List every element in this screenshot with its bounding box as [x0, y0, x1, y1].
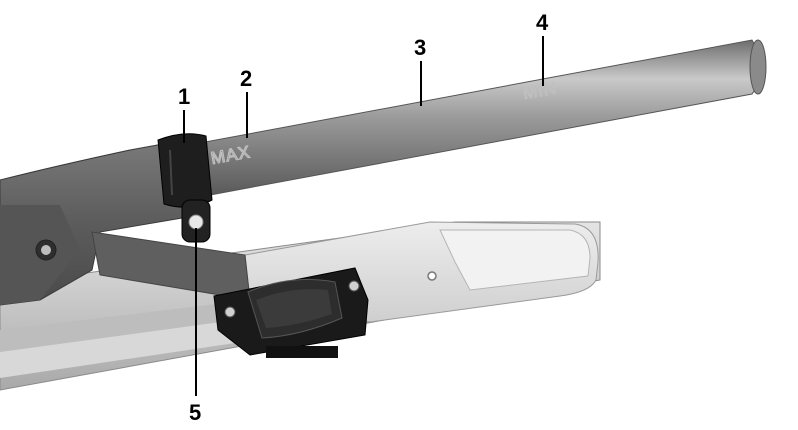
handle-arm	[0, 139, 251, 306]
console-screw-icon	[427, 271, 437, 281]
callout-1: 1	[178, 84, 190, 109]
callout-5: 5	[189, 400, 201, 425]
clamp-collar	[157, 133, 213, 243]
holder-screw-left-icon	[224, 306, 236, 318]
leader-lines	[183, 36, 544, 396]
holder-screw-right-icon	[348, 280, 360, 292]
callout-4: 4	[536, 10, 549, 35]
callout-2: 2	[240, 66, 252, 91]
callout-3: 3	[414, 35, 426, 60]
locking-knob-icon	[188, 214, 204, 230]
telescopic-rod	[199, 39, 767, 196]
pad-holder	[213, 267, 369, 358]
